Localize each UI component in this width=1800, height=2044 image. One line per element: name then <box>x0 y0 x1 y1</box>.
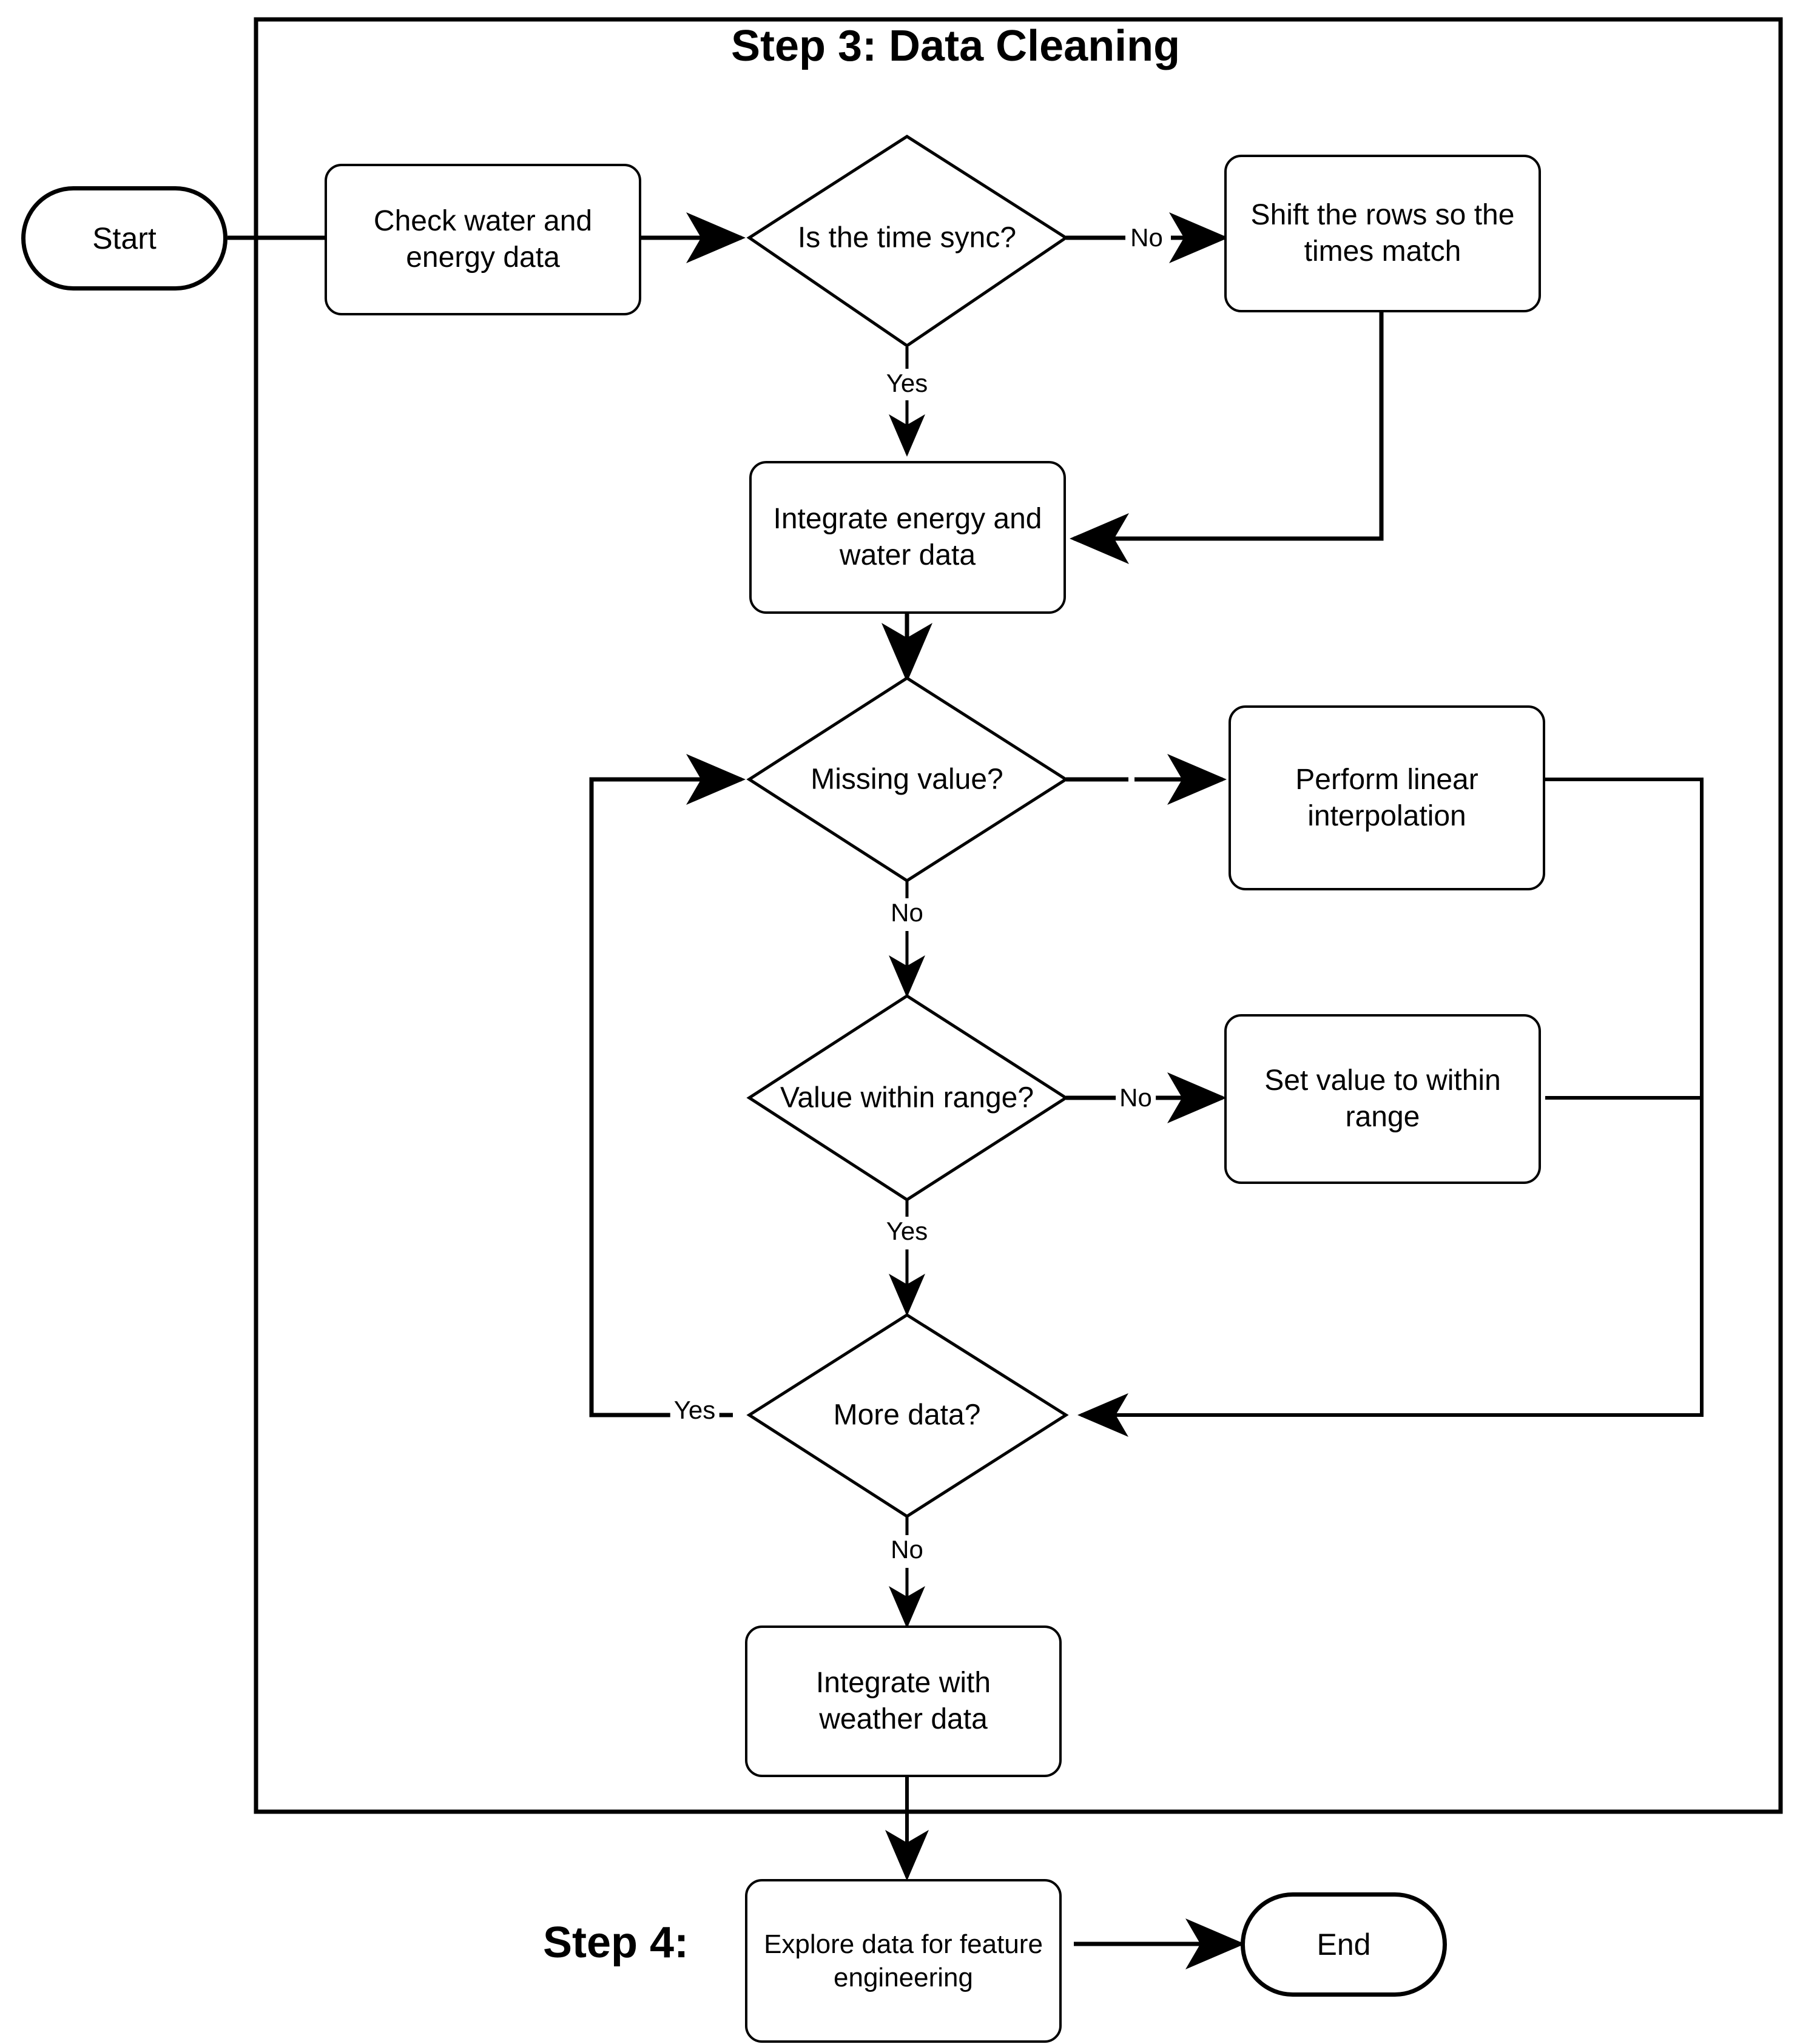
edge-label-time-sync-yes: Yes <box>882 369 932 398</box>
process-check-water-energy-data: Check water and energy data <box>325 164 641 315</box>
edge-label-time-sync-no: No <box>1127 223 1167 252</box>
decision-more-data-label: More data? <box>833 1399 981 1431</box>
edge-label-value-range-no: No <box>1116 1083 1156 1112</box>
connector-shift-to-integrate <box>1070 312 1384 564</box>
decision-missing-value-label: Missing value? <box>811 763 1003 796</box>
decision-value-range-label: Value within range? <box>780 1081 1034 1114</box>
decision-time-sync-label: Is the time sync? <box>797 221 1017 254</box>
decision-more-data-shape <box>746 1313 1069 1518</box>
step3-container-outline <box>254 17 1783 1814</box>
page-title: Step 3: Data Cleaning <box>731 22 1181 70</box>
edge-label-more-data-yes: Yes <box>670 1396 720 1425</box>
process-shift-rows: Shift the rows so the times match <box>1224 155 1541 312</box>
process-explore-data-feature-engineering: Explore data for feature engineering <box>745 1879 1062 2043</box>
terminal-start: Start <box>21 186 228 291</box>
process-integrate-weather-data: Integrate with weather data <box>745 1625 1062 1777</box>
process-set-value-within-range: Set value to within range <box>1224 1014 1541 1184</box>
process-linear-interpolation: Perform linear interpolation <box>1229 705 1545 890</box>
decision-time-sync-shape <box>746 135 1069 348</box>
decision-missing-value-shape <box>746 676 1069 882</box>
connector-moredata-yes-to-missing <box>589 754 746 1417</box>
decision-value-range-shape <box>746 994 1069 1202</box>
process-integrate-energy-water: Integrate energy and water data <box>749 461 1066 614</box>
edge-label-missing-value-no: No <box>887 898 927 927</box>
edge-label-value-range-yes: Yes <box>882 1217 932 1246</box>
edge-label-more-data-no: No <box>887 1535 927 1564</box>
terminal-end: End <box>1241 1892 1447 1997</box>
step4-label: Step 4: <box>543 1918 689 1967</box>
